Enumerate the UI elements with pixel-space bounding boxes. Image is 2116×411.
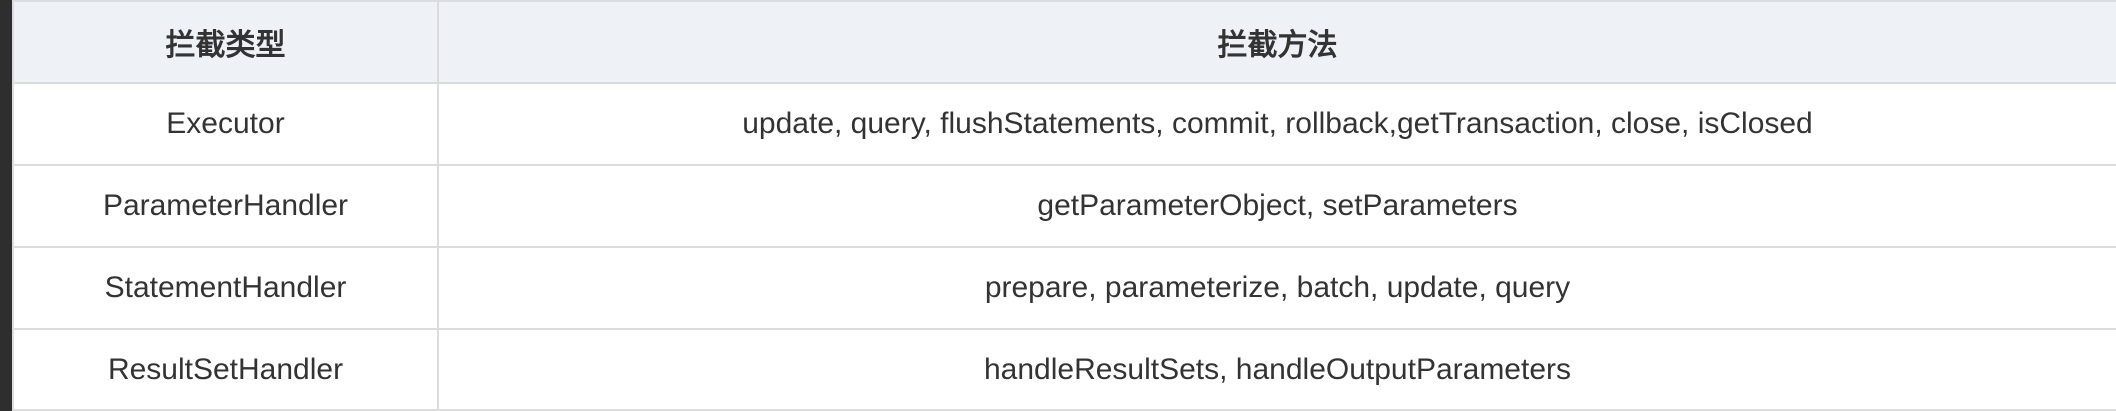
cell-type: Executor <box>12 82 439 166</box>
cell-methods: handleResultSets, handleOutputParameters <box>437 328 2116 411</box>
header-intercept-method: 拦截方法 <box>437 0 2116 84</box>
table-row: ParameterHandler getParameterObject, set… <box>12 164 2116 248</box>
cell-type: ResultSetHandler <box>12 328 439 411</box>
cell-methods: prepare, parameterize, batch, update, qu… <box>437 246 2116 330</box>
table-row: StatementHandler prepare, parameterize, … <box>12 246 2116 330</box>
table-row: ResultSetHandler handleResultSets, handl… <box>12 328 2116 411</box>
interceptor-table: 拦截类型 拦截方法 Executor update, query, flushS… <box>12 0 2116 411</box>
header-row: 拦截类型 拦截方法 <box>12 0 2116 84</box>
table-frame: 拦截类型 拦截方法 Executor update, query, flushS… <box>12 0 2116 411</box>
header-intercept-type: 拦截类型 <box>12 0 439 84</box>
cell-methods: update, query, flushStatements, commit, … <box>437 82 2116 166</box>
cell-type: StatementHandler <box>12 246 439 330</box>
table-row: Executor update, query, flushStatements,… <box>12 82 2116 166</box>
cell-type: ParameterHandler <box>12 164 439 248</box>
cell-methods: getParameterObject, setParameters <box>437 164 2116 248</box>
